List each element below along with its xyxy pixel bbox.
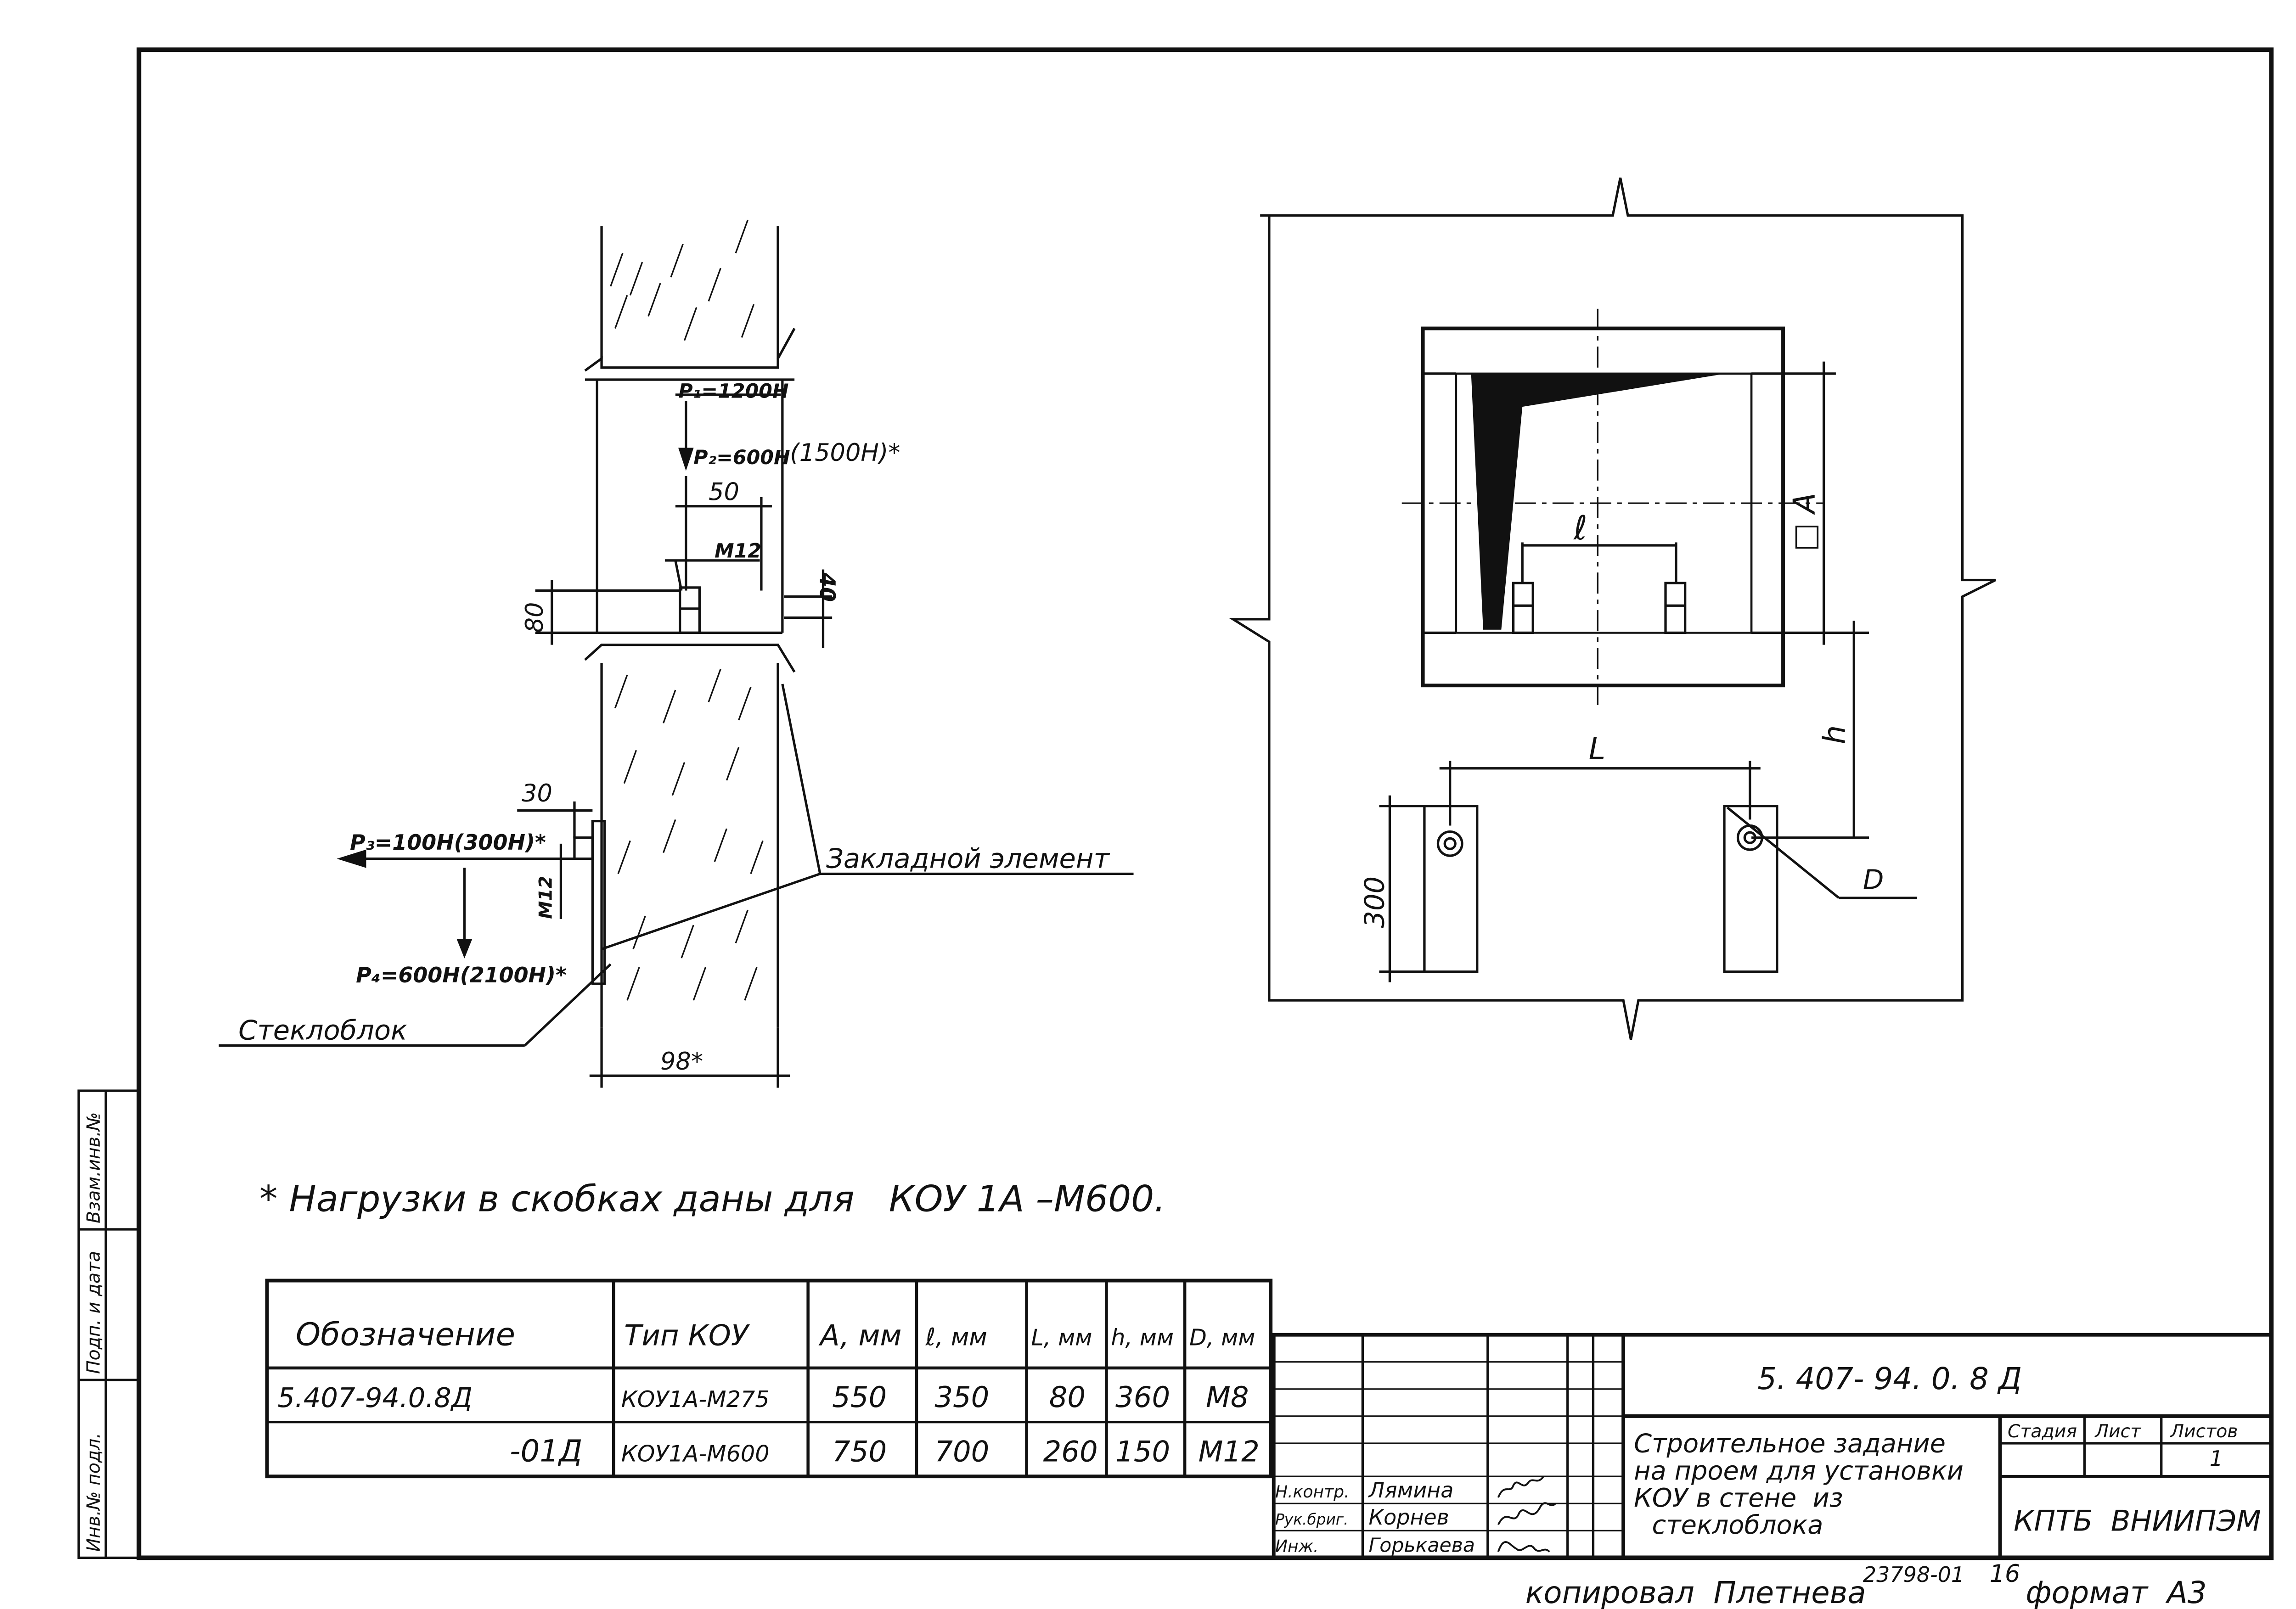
row2-d: M12: [1199, 1435, 1260, 1468]
row1-type: КОУ1А-М275: [621, 1386, 770, 1413]
title-block: [1272, 1333, 2273, 1560]
stage-label: Стадия: [2008, 1421, 2077, 1442]
sheet-format: формат А3: [2026, 1575, 2206, 1609]
dim-d: D: [1863, 863, 1884, 895]
load-p1: P₁=1200H: [678, 380, 788, 403]
sheet-label: Лист: [2094, 1421, 2141, 1442]
section-view: [219, 219, 1134, 1088]
dim-40: 40: [815, 572, 840, 602]
doc-code: 5. 407- 94. 0. 8 Д: [1757, 1362, 2022, 1396]
dim-L: L: [1589, 732, 1606, 767]
embedded-element-label: Закладной элемент: [826, 842, 1110, 874]
row1-h: 360: [1115, 1380, 1170, 1414]
row1-d: M8: [1206, 1380, 1249, 1414]
dim-80: 80: [521, 602, 549, 633]
name-engineer: Горькаева: [1368, 1534, 1475, 1557]
col-header-l-small: ℓ, мм: [925, 1323, 987, 1351]
signatures: [1497, 1475, 1556, 1553]
sheets-value: 1: [2210, 1446, 2223, 1471]
title-line-2: на проем для установки: [1634, 1456, 1964, 1486]
dim-30: 30: [522, 779, 552, 807]
stamp-sign-date: Подп. и дата: [83, 1251, 104, 1374]
row2-a: 750: [832, 1435, 887, 1468]
loads-note: * Нагрузки в скобках даны для КОУ 1А –М6…: [259, 1178, 1165, 1220]
row1-a: 550: [832, 1380, 887, 1414]
dim-300: 300: [1358, 876, 1390, 928]
stamp-inv-orig: Инв.№ подл.: [83, 1433, 104, 1552]
row1-l-small: 350: [934, 1380, 989, 1414]
side-stamp: [77, 1089, 141, 1559]
org-name: КПТБ ВНИИПЭМ: [2014, 1504, 2261, 1537]
copied-by: копировал Плетнева: [1525, 1575, 1866, 1609]
role-engineer: Инж.: [1275, 1536, 1319, 1556]
col-header-L: L, мм: [1031, 1324, 1092, 1351]
dim-98: 98*: [660, 1048, 703, 1076]
title-line-1: Строительное задание: [1634, 1429, 1946, 1459]
row1-designation: 5.407-94.0.8Д: [277, 1382, 472, 1413]
name-norm-control: Лямина: [1367, 1478, 1453, 1502]
role-team-lead: Рук.бриг.: [1275, 1511, 1348, 1528]
load-p2: P₂=600H: [693, 446, 790, 469]
dim-m12-top: M12: [715, 539, 761, 562]
col-header-h: h, мм: [1111, 1324, 1174, 1351]
name-team-lead: Корнев: [1368, 1505, 1449, 1530]
opening-shading: [1471, 373, 1726, 630]
drawing-frame: [136, 47, 2274, 1560]
dim-h: h: [1818, 725, 1852, 745]
load-p2-alt: (1500H)*: [790, 439, 900, 467]
order-number: 23798-01: [1863, 1562, 1964, 1587]
sheets-label: Листов: [2169, 1421, 2238, 1442]
dim-50: 50: [709, 478, 739, 506]
col-header-d: D, мм: [1189, 1324, 1255, 1351]
stamp-replace-inv: Взам.инв.№: [83, 1112, 104, 1223]
row2-l-small: 700: [934, 1435, 989, 1468]
dim-a: □ A: [1787, 493, 1822, 551]
col-header-designation: Обозначение: [296, 1317, 515, 1353]
glassblock-label: Стеклоблок: [238, 1014, 407, 1046]
row2-h: 150: [1115, 1435, 1170, 1468]
title-line-4: стеклоблока: [1652, 1510, 1823, 1540]
front-view: [1228, 177, 1996, 1040]
load-p3: P₃=100H(300H)*: [350, 830, 546, 855]
row2-type: КОУ1А-М600: [621, 1440, 770, 1467]
row2-designation: -01Д: [510, 1434, 582, 1469]
col-header-a: A, мм: [818, 1319, 902, 1352]
row2-L: 260: [1043, 1435, 1098, 1468]
sheet-number: 16: [1990, 1560, 2020, 1588]
role-norm-control: Н.контр.: [1275, 1482, 1350, 1502]
load-p4: P₄=600H(2100H)*: [356, 963, 567, 987]
dim-l: ℓ: [1573, 509, 1587, 548]
title-line-3: КОУ в стене из: [1634, 1483, 1843, 1513]
dim-m12-side: M12: [535, 876, 557, 919]
row1-L: 80: [1049, 1380, 1086, 1414]
col-header-type: Тип КОУ: [624, 1319, 750, 1352]
spec-table: [265, 1278, 1273, 1479]
